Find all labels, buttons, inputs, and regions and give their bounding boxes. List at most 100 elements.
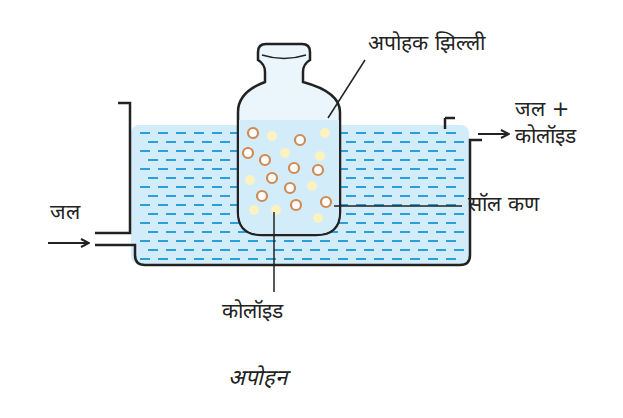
sol-particle [313,213,323,223]
water-dash [328,249,338,251]
water-dash [184,177,194,179]
water-dash [176,186,186,188]
water-dash [364,195,374,197]
water-dash [400,213,410,215]
water-dash [140,222,150,224]
water-dash [392,258,402,260]
water-dash [158,258,168,260]
water-dash [140,168,150,170]
inlet-arrow [48,242,88,244]
water-dash [364,231,374,233]
water-dash [310,249,320,251]
water-dash [140,204,150,206]
water-dash [220,195,230,197]
water-dash [436,177,446,179]
water-dash [220,177,230,179]
sol-particle [289,163,299,173]
water-dash [418,249,428,251]
water-dash [212,150,222,152]
water-dash [140,186,150,188]
water-dash [346,141,356,143]
water-dash [392,240,402,242]
water-dash [374,222,384,224]
water-dash [184,159,194,161]
water-dash [148,249,158,251]
water-dash [382,231,392,233]
water-dash [410,150,420,152]
water-dash [166,231,176,233]
water-dash [374,150,384,152]
water-dash [292,249,302,251]
sol-particle [249,205,259,215]
water-dash [212,132,222,134]
water-dash [392,132,402,134]
water-dash [374,168,384,170]
water-dash [346,195,356,197]
water-dash [400,177,410,179]
water-dash [392,150,402,152]
water-dash [230,258,240,260]
leader-line [328,60,365,118]
water-dash [446,240,456,242]
water-dash [356,222,366,224]
water-dash [284,258,294,260]
water-dash [446,186,456,188]
water-dash [454,177,464,179]
water-dash [202,213,212,215]
water-dash [410,240,420,242]
water-dash [346,159,356,161]
water-dash [184,141,194,143]
water-dash [446,258,456,260]
water-dash [364,159,374,161]
water-dash [184,231,194,233]
water-dash [346,231,356,233]
water-dash [454,159,464,161]
water-dash [446,222,456,224]
water-dash [418,141,428,143]
water-dash [436,195,446,197]
sol-particle [245,175,255,185]
water-dash [148,159,158,161]
leader-line [273,212,275,292]
water-dash [428,168,438,170]
sol-particle [267,131,277,141]
water-dash [284,240,294,242]
water-dash [428,258,438,260]
water-dash [166,159,176,161]
sol-particles [243,128,331,223]
water-dash [428,222,438,224]
water-dash [410,222,420,224]
water-dash [454,195,464,197]
water-dash [220,231,230,233]
water-dash [202,195,212,197]
water-dash [212,222,222,224]
water-dash [356,150,366,152]
water-dash [400,141,410,143]
water-dash [212,258,222,260]
water-dash [212,186,222,188]
water-dash [166,177,176,179]
water-dash [346,177,356,179]
water-dash [374,258,384,260]
water-dash [176,222,186,224]
water-dash [418,159,428,161]
water-dash [346,213,356,215]
sol-particle [271,205,281,215]
water-dash [374,186,384,188]
water-dash [436,141,446,143]
water-dash [274,249,284,251]
water-dash [418,213,428,215]
water-dash [418,231,428,233]
colloid-label: कोलॉइड [222,298,283,325]
water-dash [184,249,194,251]
water-dash [454,249,464,251]
water-dash [428,240,438,242]
water-dash [320,240,330,242]
water-dash [194,240,204,242]
water-dash [338,258,348,260]
water-dash [176,150,186,152]
water-dash [248,258,258,260]
bag-rim [262,55,306,59]
particle-label: सॉल कण [468,191,539,218]
water-dash [364,249,374,251]
